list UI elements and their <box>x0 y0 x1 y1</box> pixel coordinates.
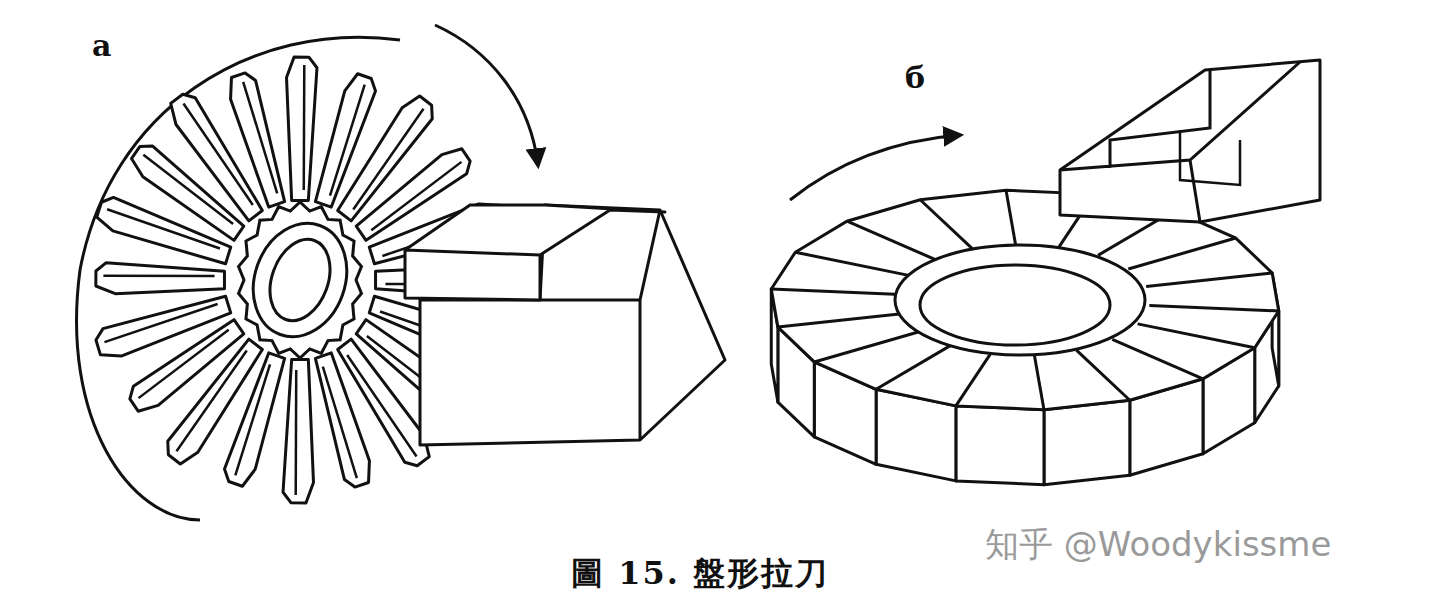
tooth-line <box>1146 273 1272 287</box>
tooth-edge <box>243 82 277 193</box>
hub-bore <box>259 231 340 329</box>
workpiece <box>405 205 725 445</box>
disc-broach-a <box>77 25 725 520</box>
workpiece <box>1060 60 1320 222</box>
cutter-tooth <box>315 353 369 487</box>
cutter-outline <box>77 37 400 520</box>
tooth-edge <box>303 65 306 190</box>
tooth-line <box>1128 238 1235 269</box>
tooth-line <box>795 252 912 276</box>
hub-spline <box>239 202 362 358</box>
cutter-tooth <box>96 296 231 356</box>
hub-ring <box>238 210 362 350</box>
figure-letter: a <box>92 28 111 63</box>
tooth-line <box>956 353 991 406</box>
tooth-line <box>1034 355 1044 410</box>
watermark: 知乎 @Woodykissme <box>985 522 1331 568</box>
figure-caption: 圖 15. 盤形拉刀 <box>571 552 829 596</box>
top-face <box>771 190 1278 409</box>
rotation-arrow <box>435 25 538 165</box>
tooth-line <box>876 345 952 390</box>
rotation-arrow <box>790 135 960 200</box>
rim-face <box>1044 400 1130 484</box>
tooth-line <box>771 289 900 294</box>
tooth-line <box>814 331 921 362</box>
tooth-edge <box>104 304 217 342</box>
cutter-tooth <box>283 360 313 503</box>
figure-letter: б <box>905 60 925 95</box>
tooth-line <box>847 221 938 260</box>
tooth-line <box>920 200 973 250</box>
bore-ring <box>895 245 1145 355</box>
cutter-tooth <box>287 57 317 200</box>
cutter-tooth <box>231 73 285 207</box>
tooth-line <box>1006 190 1016 245</box>
cutter-tooth <box>96 263 225 294</box>
tooth-line <box>778 314 904 328</box>
bore <box>920 265 1110 345</box>
tooth-line <box>1149 305 1278 310</box>
tooth-line <box>1138 324 1255 348</box>
tooth-edge <box>103 274 214 277</box>
disc-broach-b <box>771 60 1320 485</box>
tooth-edge <box>294 370 297 495</box>
tooth-line <box>1076 350 1129 400</box>
rim-face <box>956 406 1044 485</box>
tooth-edge <box>323 367 357 478</box>
tooth-line <box>1112 339 1203 378</box>
